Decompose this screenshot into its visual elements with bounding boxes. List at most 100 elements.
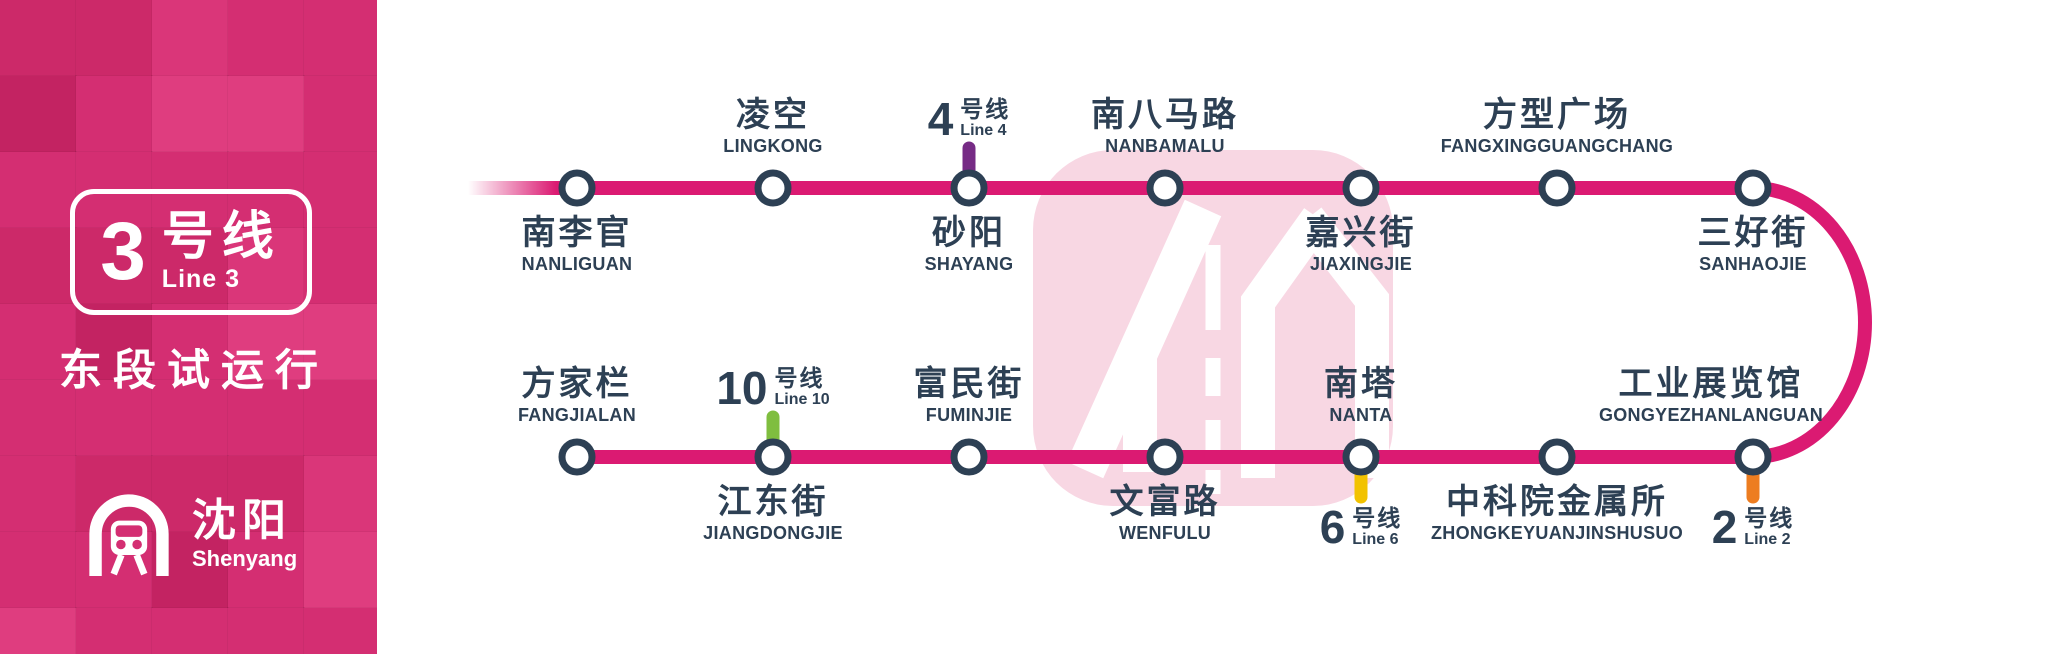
line-subtitle-en: Line 3: [161, 264, 241, 293]
city-name-en: Shenyang: [192, 546, 298, 572]
station-name-zh: 南塔: [1324, 366, 1398, 404]
interchange-subtitle-en: Line 4: [960, 122, 1007, 140]
mosaic-tile: [227, 607, 305, 654]
mosaic-tile: [0, 379, 77, 457]
mosaic-tile: [227, 379, 305, 457]
mosaic-tile: [151, 227, 229, 305]
sidebar: 3 号线 Line 3 东段试运行 沈阳 Shenyang: [0, 0, 377, 654]
station-name-en: NANLIGUAN: [521, 254, 633, 275]
interchange-suffix-zh: 号线: [960, 97, 1011, 123]
interchange-line-number: 2: [1711, 501, 1738, 554]
mosaic-tile: [151, 75, 229, 153]
mosaic-tile: [303, 75, 377, 153]
station-name-zh: 中科院金属所: [1446, 484, 1668, 521]
station-name-zh: 南李官: [521, 215, 633, 252]
mosaic-tile: [303, 303, 377, 381]
station-name-zh: 方家栏: [521, 366, 633, 404]
station-name-en: NANTA: [1329, 405, 1393, 426]
station-name-en: JIAXINGJIE: [1309, 254, 1413, 275]
station-name-en: ZHONGKEYUANJINSHUSUO: [1430, 523, 1684, 544]
station-name-en: JIANGDONGJIE: [703, 523, 843, 544]
mosaic-tile: [303, 531, 377, 609]
station-name-en: WENFULU: [1118, 523, 1212, 544]
station-marker: [1538, 438, 1576, 476]
mosaic-tile: [303, 379, 377, 457]
mosaic-tile: [151, 0, 229, 77]
station-name-en: FANGJIALAN: [517, 405, 637, 426]
station-name-en: SANHAOJIE: [1699, 254, 1807, 275]
interchange-subtitle-en: Line 10: [774, 391, 830, 409]
mosaic-tile: [227, 531, 305, 609]
mosaic-tile: [0, 151, 77, 229]
mosaic-tile: [0, 227, 77, 305]
station-name-zh: 南八马路: [1091, 97, 1239, 135]
station-marker: [558, 438, 596, 476]
station-name-zh: 三好街: [1697, 215, 1809, 252]
mosaic-tile: [0, 75, 77, 153]
station-marker: [1734, 438, 1772, 476]
station-name-en: LINGKONG: [723, 136, 823, 157]
station-marker: [950, 169, 988, 207]
mosaic-tile: [303, 227, 377, 305]
mosaic-tile: [75, 455, 153, 533]
mosaic-tile: [151, 379, 229, 457]
station-name-zh: 江东街: [717, 484, 829, 521]
interchange-suffix-zh: 号线: [1352, 506, 1403, 531]
interchange-subtitle-en: Line 6: [1352, 531, 1399, 548]
mosaic-tile: [75, 0, 153, 77]
station-marker: [1146, 438, 1184, 476]
station-name-en: FUMINJIE: [925, 405, 1013, 426]
status-text: 东段试运行: [59, 348, 329, 395]
station-name-en: GONGYEZHANLANGUAN: [1598, 405, 1824, 426]
line-badge-stack: 号线 Line 3: [161, 210, 282, 293]
mosaic-tile: [0, 303, 77, 381]
mosaic-tile: [0, 607, 77, 654]
city-name: 沈阳 Shenyang: [192, 496, 298, 572]
station-marker: [754, 169, 792, 207]
mosaic-tile: [0, 531, 77, 609]
metro-arch-train-icon: [89, 494, 169, 577]
station-name-zh: 砂阳: [932, 215, 1006, 252]
line-badge: 3 号线 Line 3: [70, 189, 312, 315]
mosaic-tile: [303, 455, 377, 533]
station-marker: [754, 438, 792, 476]
station-name-en: NANBAMALU: [1105, 136, 1225, 157]
city-logo-block: 沈阳 Shenyang: [86, 490, 297, 578]
mosaic-tile: [227, 303, 305, 381]
interchange-line-number: 6: [1319, 501, 1346, 554]
interchange-line-number: 10: [716, 361, 768, 414]
mosaic-tile: [151, 607, 229, 654]
mosaic-tile: [75, 379, 153, 457]
station-name-zh: 文富路: [1109, 484, 1221, 521]
mosaic-tile: [303, 151, 377, 229]
station-name-zh: 方型广场: [1483, 97, 1631, 135]
mosaic-tile: [75, 75, 153, 153]
mosaic-background: [0, 0, 377, 654]
interchange-subtitle-en: Line 2: [1744, 531, 1791, 548]
mosaic-tile: [303, 607, 377, 654]
mosaic-tile: [227, 75, 305, 153]
mosaic-tile: [0, 455, 77, 533]
station-marker: [1538, 169, 1576, 207]
station-marker: [1342, 169, 1380, 207]
mosaic-tile: [75, 303, 153, 381]
mosaic-tile: [303, 0, 377, 77]
station-name-zh: 富民街: [913, 366, 1025, 404]
